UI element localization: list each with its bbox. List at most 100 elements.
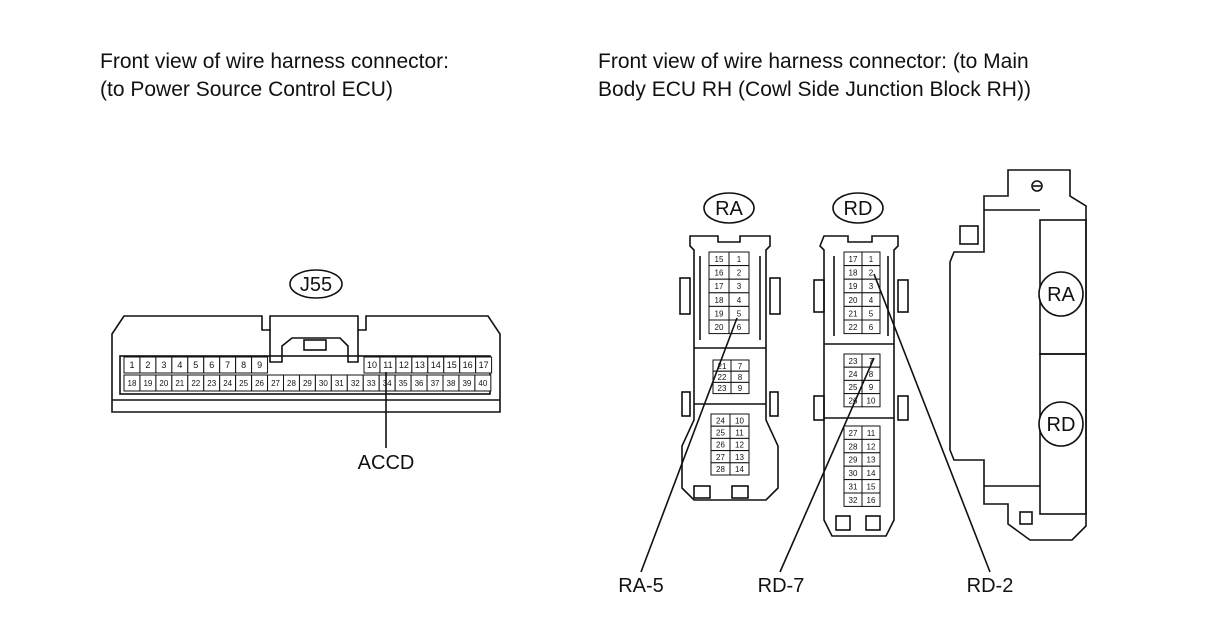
pin-number: 22: [191, 379, 200, 388]
pin-number: 24: [223, 379, 232, 388]
pin-number: 14: [431, 360, 441, 370]
pin-number: 3: [737, 282, 742, 291]
pin-number: 26: [716, 441, 725, 450]
j55-label: J55: [300, 274, 332, 296]
pin-number: 1: [869, 255, 874, 264]
pin-number: 7: [869, 357, 874, 366]
callout-ra5: RA-5: [618, 575, 664, 597]
caption-left-line2: (to Power Source Control ECU): [100, 78, 393, 101]
pin-number: 28: [716, 465, 725, 474]
pin-number: 20: [159, 379, 168, 388]
pin-number: 31: [335, 379, 344, 388]
pin-number: 28: [849, 442, 858, 451]
rd-right-clip2: [897, 395, 909, 421]
j55-label-oval: [289, 269, 343, 299]
pin-number: 21: [849, 309, 858, 318]
pin-number: 15: [867, 483, 876, 492]
pin-number: 27: [271, 379, 280, 388]
pin-number: 38: [447, 379, 456, 388]
ra-right-clip2: [769, 391, 779, 417]
pin-number: 19: [715, 309, 724, 318]
pin-number: 29: [303, 379, 312, 388]
pin-number: 23: [718, 384, 727, 393]
pin-number: 25: [716, 429, 725, 438]
pin-number: 18: [849, 269, 858, 278]
pin-number: 20: [715, 323, 724, 332]
pin-number: 8: [738, 373, 743, 382]
ra-left-clip: [679, 277, 691, 315]
pin-number: 23: [849, 357, 858, 366]
pin-number: 22: [718, 373, 727, 382]
pin-number: 8: [869, 370, 874, 379]
pin-number: 30: [319, 379, 328, 388]
pin-number: 9: [869, 383, 874, 392]
pin-number: 40: [478, 379, 487, 388]
pin-number: 25: [239, 379, 248, 388]
pin-number: 1: [737, 255, 742, 264]
pin-number: 32: [849, 496, 858, 505]
ra-right-clip: [769, 277, 781, 315]
pin-number: 4: [177, 360, 182, 370]
ecu-rd-oval: [1038, 401, 1084, 447]
pin-number: 18: [128, 379, 137, 388]
rd-right-clip: [897, 279, 909, 313]
pin-cell: [251, 356, 269, 374]
pin-number: 33: [367, 379, 376, 388]
pin-number: 6: [737, 323, 742, 332]
callout-rd2: RD-2: [967, 575, 1014, 597]
rd-left-clip2: [813, 395, 825, 421]
pin-number: 4: [869, 296, 874, 305]
caption-right-line2: Body ECU RH (Cowl Side Junction Block RH…: [598, 78, 1031, 101]
pin-number: 34: [383, 379, 392, 388]
ra-housing: [681, 235, 779, 501]
ecu-body-outline: [949, 169, 1087, 541]
pin-number: 2: [145, 360, 150, 370]
ecu-label-rd: RD: [1047, 414, 1076, 436]
connector-rd: [813, 235, 909, 537]
ecu-tab-lower: [1019, 511, 1033, 525]
pin-number: 5: [193, 360, 198, 370]
caption-right: Front view of wire harness connector: (t…: [598, 48, 1031, 104]
pin-number: 18: [715, 296, 724, 305]
pin-number: 16: [715, 269, 724, 278]
caption-right-line1: Front view of wire harness connector: (t…: [598, 50, 1029, 73]
pin-number: 23: [207, 379, 216, 388]
pin-number: 6: [869, 323, 874, 332]
pin-cell: [861, 492, 881, 507]
callout-accd: ACCD: [358, 452, 415, 474]
ra-label-oval: [703, 192, 755, 224]
pin-number: 30: [849, 469, 858, 478]
pin-number: 37: [431, 379, 440, 388]
pin-number: 3: [161, 360, 166, 370]
pin-number: 27: [716, 453, 725, 462]
pin-number: 25: [849, 383, 858, 392]
rd-left-clip: [813, 279, 825, 313]
pin-number: 24: [716, 416, 725, 425]
pin-number: 35: [399, 379, 408, 388]
pin-number: 22: [849, 323, 858, 332]
rd-foot-left: [835, 515, 851, 531]
pin-number: 13: [415, 360, 425, 370]
rd-housing: [819, 235, 899, 537]
pin-cell: [729, 462, 750, 476]
pin-number: 13: [735, 453, 744, 462]
pin-number: 2: [737, 269, 742, 278]
pin-number: 5: [737, 309, 742, 318]
pin-number: 24: [849, 370, 858, 379]
pin-cell: [475, 356, 493, 374]
pin-number: 14: [735, 465, 744, 474]
pin-number: 13: [867, 456, 876, 465]
j55-latch: [269, 330, 359, 363]
pin-number: 20: [849, 296, 858, 305]
pin-number: 11: [735, 429, 744, 438]
pin-number: 10: [735, 416, 744, 425]
pin-number: 12: [399, 360, 409, 370]
pin-number: 15: [715, 255, 724, 264]
pin-number: 5: [869, 309, 874, 318]
